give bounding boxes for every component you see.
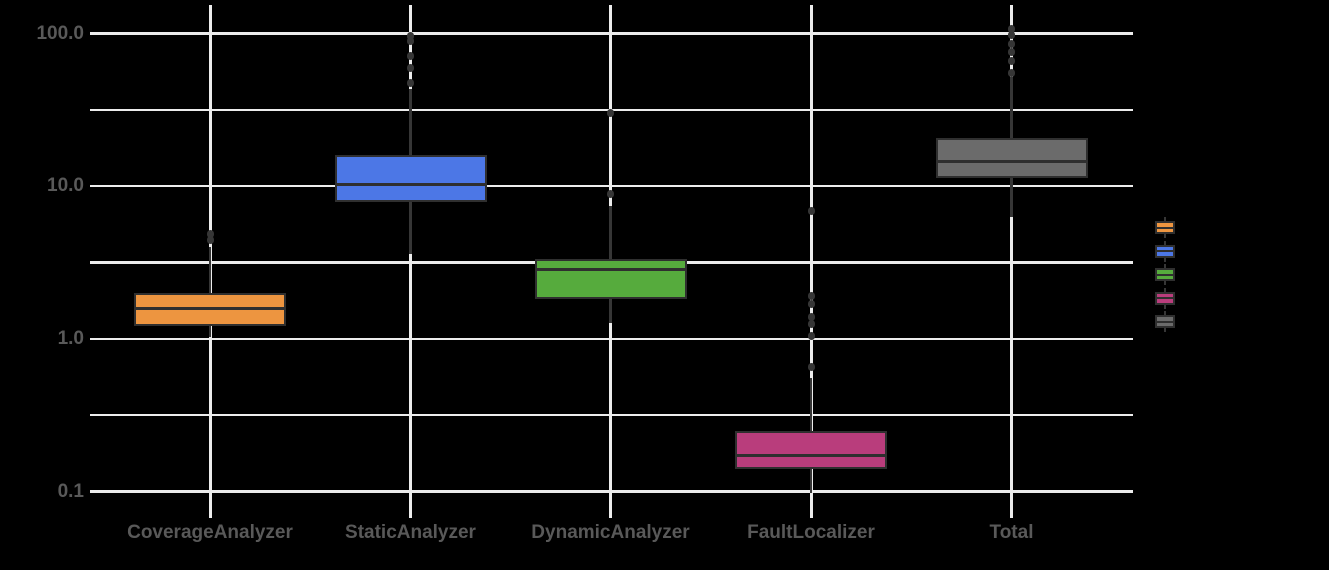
outlier-dot-coverageanalyzer	[206, 235, 214, 244]
legend-whisker-stub	[1164, 328, 1166, 332]
outlier-dot-coverageanalyzer	[206, 230, 214, 239]
outlier-dot-total	[1008, 30, 1015, 39]
y-tick-label: 0.1	[57, 480, 84, 502]
v-gridline	[1010, 5, 1013, 518]
box-total[interactable]	[935, 137, 1088, 179]
median-line-faultlocalizer	[735, 454, 887, 458]
outlier-dot-staticanalyzer	[407, 51, 414, 60]
outlier-dot-total	[1008, 39, 1015, 48]
x-category-label: DynamicAnalyzer	[531, 522, 690, 543]
outlier-dot-staticanalyzer	[407, 63, 414, 72]
x-category-label: StaticAnalyzer	[345, 522, 476, 543]
outlier-dot-faultlocalizer	[807, 299, 815, 308]
x-category-label: CoverageAnalyzer	[127, 522, 293, 543]
outlier-dot-staticanalyzer	[407, 78, 414, 87]
x-category-label: Total	[989, 522, 1034, 543]
v-gridline	[409, 5, 412, 518]
outlier-dot-total	[1008, 47, 1015, 56]
v-gridline	[809, 5, 813, 518]
x-category-label: FaultLocalizer	[747, 522, 875, 543]
box-dynamicanalyzer[interactable]	[534, 258, 687, 299]
legend-whisker-stub	[1164, 240, 1166, 245]
median-line-dynamicanalyzer	[534, 268, 687, 272]
legend-key-median	[1157, 297, 1173, 299]
legend-whisker-stub	[1164, 287, 1166, 292]
outlier-dot-total	[1008, 57, 1015, 66]
outlier-dot-faultlocalizer	[807, 292, 815, 301]
box-staticanalyzer[interactable]	[334, 155, 487, 202]
legend-whisker-stub	[1164, 264, 1166, 268]
outlier-dot-faultlocalizer	[807, 206, 815, 215]
outlier-dot-staticanalyzer	[407, 37, 414, 46]
outlier-dot-faultlocalizer	[807, 320, 815, 329]
outlier-dot-dynamicanalyzer	[607, 108, 614, 117]
y-tick-label: 1.0	[57, 327, 84, 349]
legend-key-median	[1157, 226, 1173, 229]
legend-key-median	[1157, 250, 1173, 252]
legend-key-median	[1157, 320, 1173, 323]
legend-whisker-stub	[1164, 304, 1166, 309]
outlier-dot-total	[1008, 69, 1015, 78]
legend-whisker-stub	[1164, 234, 1166, 238]
outlier-dot-total	[1008, 25, 1015, 33]
legend-whisker-stub	[1164, 311, 1166, 315]
outlier-dot-faultlocalizer	[807, 363, 815, 372]
legend-key-median	[1157, 273, 1173, 276]
median-line-total	[935, 160, 1088, 164]
y-tick-label: 100.0	[36, 22, 84, 44]
median-line-staticanalyzer	[334, 182, 487, 186]
outlier-dot-staticanalyzer	[407, 32, 414, 41]
legend-whisker-stub	[1164, 217, 1166, 221]
whisker-coverageanalyzer	[208, 246, 212, 337]
legend-whisker-stub	[1164, 257, 1166, 262]
outlier-dot-dynamicanalyzer	[607, 189, 614, 198]
median-line-coverageanalyzer	[134, 307, 286, 311]
box-faultlocalizer[interactable]	[735, 430, 887, 469]
legend-whisker-stub	[1164, 281, 1166, 285]
outlier-dot-faultlocalizer	[807, 312, 815, 321]
outlier-dot-faultlocalizer	[807, 331, 815, 340]
y-tick-label: 10.0	[47, 175, 84, 197]
